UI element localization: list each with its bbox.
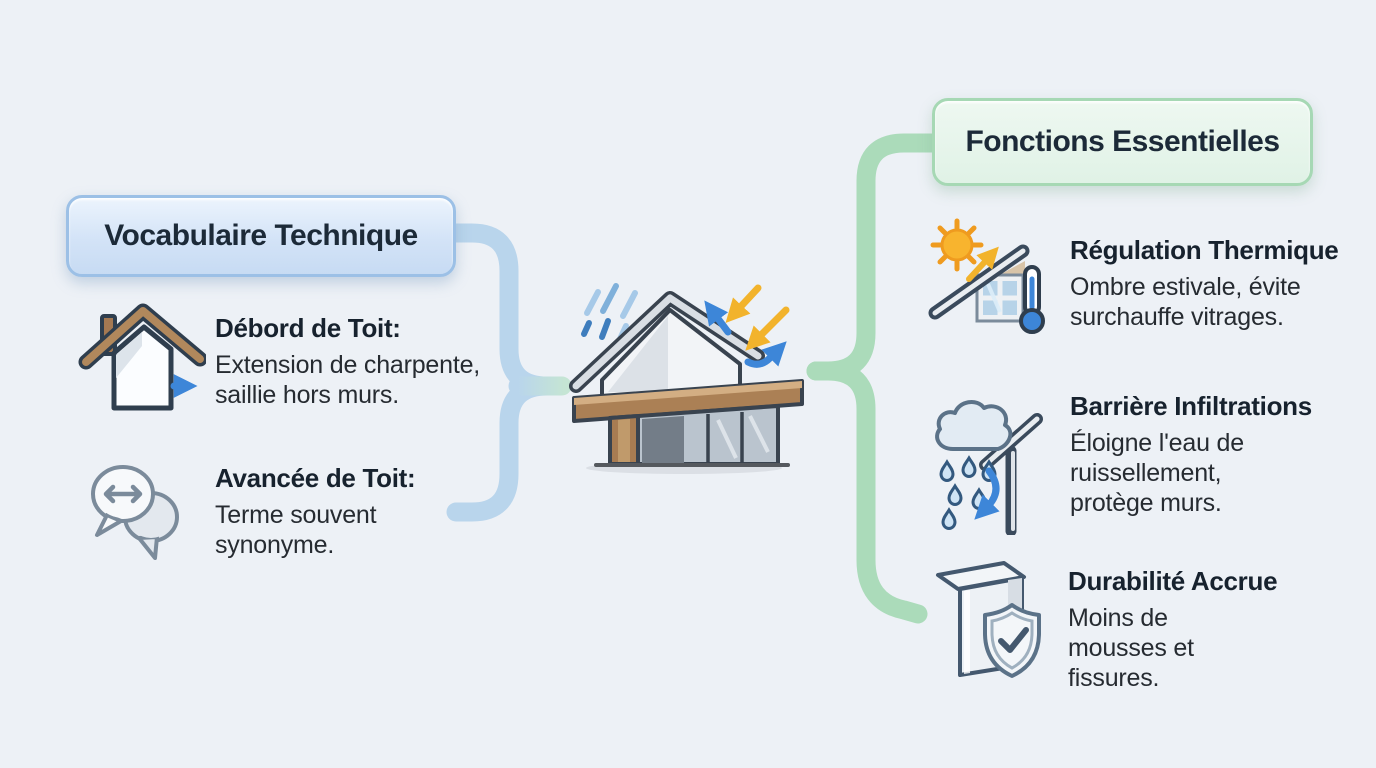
function-item-barriere-infiltrations: Barrière Infiltrations Éloigne l'eau de … [923, 380, 1363, 535]
rain-cloud-deflection-icon [935, 400, 1043, 535]
function-title: Durabilité Accrue [1068, 566, 1278, 596]
function-title: Barrière Infiltrations [1070, 391, 1312, 421]
house-body [569, 291, 804, 467]
functions-brace-bottom [806, 361, 928, 624]
vocab-header-label: Vocabulaire Technique [104, 219, 418, 252]
house-illustration [569, 283, 804, 474]
function-description: Éloigne l'eau de ruissellement, protège … [1070, 429, 1244, 517]
function-item-durabilite-accrue: Durabilité Accrue Moins de mousses et fi… [925, 548, 1365, 692]
sun-ray-deflection-arrows-icon [704, 284, 790, 368]
term-title: Avancée de Toit: [215, 463, 416, 493]
wall-shield-check-icon [936, 561, 1041, 678]
sun-roof-thermometer-icon [928, 218, 1045, 334]
functions-brace-top [806, 133, 943, 381]
vocab-header-box: Vocabulaire Technique [66, 195, 456, 277]
term-title: Débord de Toit: [215, 313, 401, 343]
house-roof-overhang-icon [78, 303, 206, 411]
term-item-avancee-de-toit: Avancée de Toit: Terme souvent synonyme. [85, 452, 505, 572]
functions-header-box: Fonctions Essentielles [932, 98, 1313, 186]
function-item-regulation-thermique: Régulation Thermique Ombre estivale, évi… [925, 213, 1365, 353]
term-definition: Extension de charpente, saillie hors mur… [215, 351, 481, 409]
term-definition: Terme souvent synonyme. [215, 501, 377, 559]
functions-header-label: Fonctions Essentielles [965, 125, 1280, 158]
function-description: Moins de mousses et fissures. [1068, 604, 1194, 692]
function-description: Ombre estivale, évite surchauffe vitrage… [1070, 273, 1301, 331]
function-title: Régulation Thermique [1070, 235, 1339, 265]
speech-bubbles-synonym-icon [91, 465, 179, 560]
term-item-debord-de-toit: Débord de Toit: Extension de charpente, … [78, 296, 538, 426]
